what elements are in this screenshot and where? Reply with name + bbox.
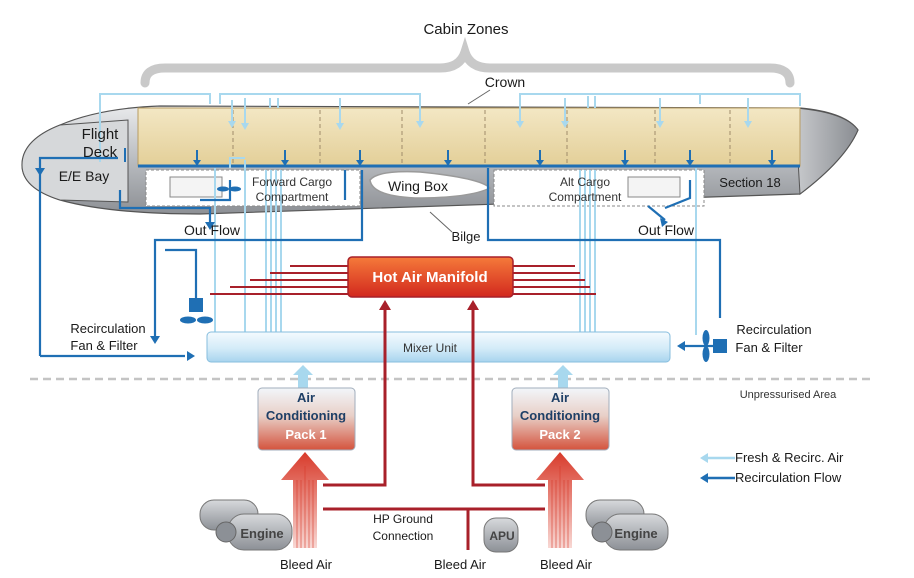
pack2-line2: Conditioning: [520, 408, 600, 423]
recirc-right-label-2: Fan & Filter: [735, 340, 803, 355]
bilge-leader: [429, 211, 453, 233]
flight-deck-label-2: Deck: [83, 144, 118, 161]
cabin-zones-title: Cabin Zones: [423, 21, 508, 38]
aft-cargo-box: [627, 176, 681, 198]
unpressurised-label: Unpressurised Area: [740, 389, 837, 401]
aft-cargo-label-2: Compartment: [549, 190, 622, 204]
engine-left-label: Engine: [240, 526, 283, 541]
fresh-air-outlets: [228, 121, 752, 130]
recirc-left-label-1: Recirculation: [70, 321, 145, 336]
fwd-fresh-air-loop: [229, 157, 245, 168]
hp-ground-label-2: Connection: [373, 529, 434, 543]
apu-icon: [483, 517, 519, 553]
recirc-right-label-1: Recirculation: [736, 322, 811, 337]
pack2-line3: Pack 2: [539, 427, 580, 442]
recirc-fan-left-icon: [180, 298, 213, 324]
hot-air-feeds: [323, 308, 545, 550]
engine-right-label: Engine: [614, 526, 657, 541]
engine-left-icon: [199, 499, 293, 551]
fwd-cargo-label-1: Forward Cargo: [252, 175, 332, 189]
fresh-air-risers: [214, 160, 697, 335]
recirc-arrowheads: [35, 168, 685, 361]
legend-fresh-air-label: Fresh & Recirc. Air: [735, 450, 844, 465]
pack1-line2: Conditioning: [266, 408, 346, 423]
mixer-unit-label: Mixer Unit: [403, 341, 458, 355]
ac-pack-1: [257, 387, 356, 451]
pack1-line1: Air: [297, 390, 315, 405]
out-flow-right-label: Out Flow: [638, 222, 695, 238]
recirc-floor-arrowheads: [193, 160, 776, 166]
ac-pack-2: [511, 387, 610, 451]
mixer-unit: [206, 331, 671, 363]
bleed-air-right-label: Bleed Air: [540, 557, 593, 572]
pack-to-mixer-arrows: [293, 365, 573, 388]
crown-leader: [467, 89, 491, 105]
wing-box-label: Wing Box: [388, 178, 448, 194]
legend-recirc-label: Recirculation Flow: [735, 470, 842, 485]
fwd-cargo-label-2: Compartment: [256, 190, 329, 204]
hot-air-manifold: [347, 256, 514, 298]
apu-label: APU: [489, 529, 514, 543]
bleed-air-left-label: Bleed Air: [280, 557, 333, 572]
crown-label: Crown: [485, 74, 525, 90]
out-flow-left-label: Out Flow: [184, 222, 241, 238]
pack2-line1: Air: [551, 390, 569, 405]
wing-box: [369, 170, 492, 199]
bleed-air-arrow-left: [281, 452, 329, 548]
pack1-line3: Pack 1: [285, 427, 326, 442]
hot-air-manifold-label: Hot Air Manifold: [372, 269, 487, 286]
ee-bay-label: E/E Bay: [59, 168, 110, 184]
section-18-label: Section 18: [719, 175, 780, 190]
fwd-cargo-fan-icon: [217, 186, 241, 192]
recirc-left-label-2: Fan & Filter: [70, 338, 138, 353]
fresh-air-ducts-crown: [99, 93, 801, 162]
bleed-air-center-label: Bleed Air: [434, 557, 487, 572]
recirc-fan-right-icon: [702, 330, 727, 362]
cabin-zone-dividers: [232, 110, 731, 164]
bilge-label: Bilge: [452, 229, 481, 244]
forward-cargo-compartment: [145, 169, 361, 207]
flight-deck-label-1: Flight: [82, 126, 120, 143]
hp-ground-label-1: HP Ground: [373, 512, 433, 526]
aft-cargo-label-1: Alt Cargo: [560, 175, 610, 189]
engine-right-icon: [585, 499, 669, 551]
bleed-air-arrow-right: [536, 452, 584, 548]
legend: Fresh & Recirc. Air Recirculation Flow: [700, 450, 844, 485]
hot-air-arrowheads: [379, 300, 479, 310]
cabin-zones-brace: [140, 36, 795, 88]
